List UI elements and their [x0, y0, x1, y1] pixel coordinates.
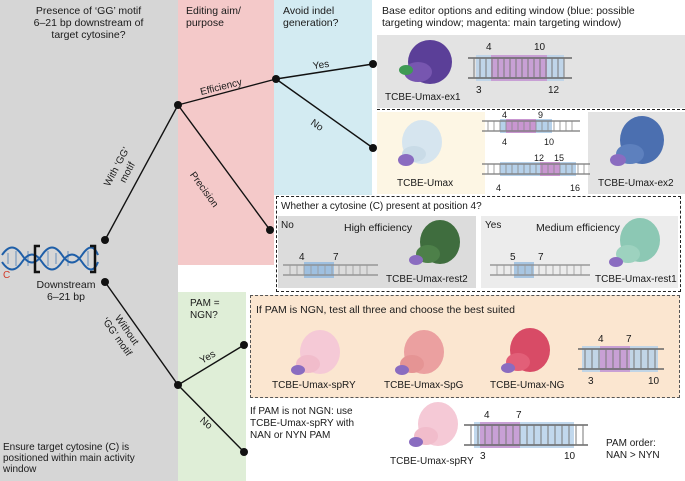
window-umax-icon: [482, 119, 580, 133]
precision-high-efficiency: High efficiency: [344, 222, 413, 234]
protein-ex2-icon: [610, 116, 664, 166]
ng-pos-7: 7: [626, 334, 632, 345]
precision-no: No: [281, 220, 294, 231]
header-gg-motif: Presence of ‘GG’ motif 6–21 bp downstrea…: [33, 5, 144, 41]
umax-pos-4: 4: [502, 110, 508, 120]
ex2-pos-12: 12: [534, 153, 545, 163]
col-aim-background: [178, 0, 274, 265]
dna-helix-icon: [1, 246, 99, 271]
ng-name: TCBE-Umax-NG: [490, 380, 565, 391]
ng-pos-3: 3: [588, 376, 594, 387]
downstream-label: Downstream 6–21 bp: [36, 279, 96, 303]
umax-name: TCBE-Umax: [397, 178, 454, 189]
protein-spry2-icon: [409, 402, 458, 447]
protein-rest2-icon: [409, 220, 460, 265]
ex1-pos-10: 10: [534, 42, 546, 53]
col-gg-background: [0, 0, 178, 481]
rest2-pos-4: 4: [299, 252, 305, 263]
ng-pos-10: 10: [648, 376, 660, 387]
col-pam-background: [178, 292, 246, 481]
cytosine-label: C: [3, 270, 11, 281]
ensure-target-note: Ensure target cytosine (C) is positioned…: [3, 442, 135, 475]
umax-pos-4b: 4: [502, 137, 508, 147]
header-editing-aim: Editing aim/ purpose: [186, 5, 241, 29]
ex1-pos-4: 4: [486, 42, 492, 53]
ex2-name: TCBE-Umax-ex2: [598, 178, 674, 189]
col-indel-background: [274, 0, 372, 195]
rest2-pos-7: 7: [333, 252, 339, 263]
window-ex1-icon: [468, 55, 572, 81]
pam-order-note: PAM order: NAN > NYN: [606, 438, 660, 461]
window-ng-icon: [578, 346, 664, 372]
rest1-pos-7: 7: [538, 252, 544, 263]
ex2-pos-4: 4: [496, 183, 502, 193]
protein-umax-icon: [398, 120, 442, 166]
rest1-pos-5: 5: [510, 252, 516, 263]
ngn-box-title: If PAM is NGN, test all three and choose…: [256, 304, 515, 316]
ex1-pos-12: 12: [548, 85, 560, 96]
ex2-pos-15: 15: [554, 153, 565, 163]
ex2-pos-16: 16: [570, 183, 581, 193]
protein-spry-icon: [291, 330, 340, 375]
ex1-pos-3: 3: [476, 85, 482, 96]
window-rest1-icon: [490, 262, 590, 278]
window-rest2-icon: [283, 262, 378, 278]
rest2-name: TCBE-Umax-rest2: [386, 274, 468, 285]
precision-yes: Yes: [485, 220, 502, 231]
umax-pos-10: 10: [544, 137, 555, 147]
window-ex2-icon: [482, 162, 590, 176]
header-base-editor-options: Base editor options and editing window (…: [382, 5, 635, 29]
spry2-pos-4: 4: [484, 410, 490, 421]
spry2-pos-7: 7: [516, 410, 522, 421]
spry2-pos-3: 3: [480, 451, 486, 462]
rest1-name: TCBE-Umax-rest1: [595, 274, 677, 285]
precision-box-title: Whether a cytosine (C) present at positi…: [281, 201, 482, 212]
protein-spg-icon: [395, 330, 444, 375]
spry2-name: TCBE-Umax-spRY: [390, 456, 474, 467]
separator-line: [377, 109, 685, 110]
header-avoid-indel: Avoid indel generation?: [283, 5, 339, 29]
not-ngn-text: If PAM is not NGN: use TCBE-Umax-spRY wi…: [250, 406, 355, 441]
protein-ng-icon: [501, 328, 550, 373]
precision-medium-efficiency: Medium efficiency: [536, 222, 620, 234]
protein-rest1-icon: [609, 218, 660, 267]
spry2-pos-10: 10: [564, 451, 576, 462]
window-spry2-icon: [464, 422, 588, 448]
spry-name: TCBE-Umax-spRY: [272, 380, 356, 391]
umax-pos-9: 9: [538, 110, 544, 120]
protein-ex1-icon: [399, 40, 452, 84]
pam-question-label: PAM = NGN?: [190, 298, 220, 321]
spg-name: TCBE-Umax-SpG: [384, 380, 464, 391]
ex1-name: TCBE-Umax-ex1: [385, 92, 461, 103]
ng-pos-4: 4: [598, 334, 604, 345]
